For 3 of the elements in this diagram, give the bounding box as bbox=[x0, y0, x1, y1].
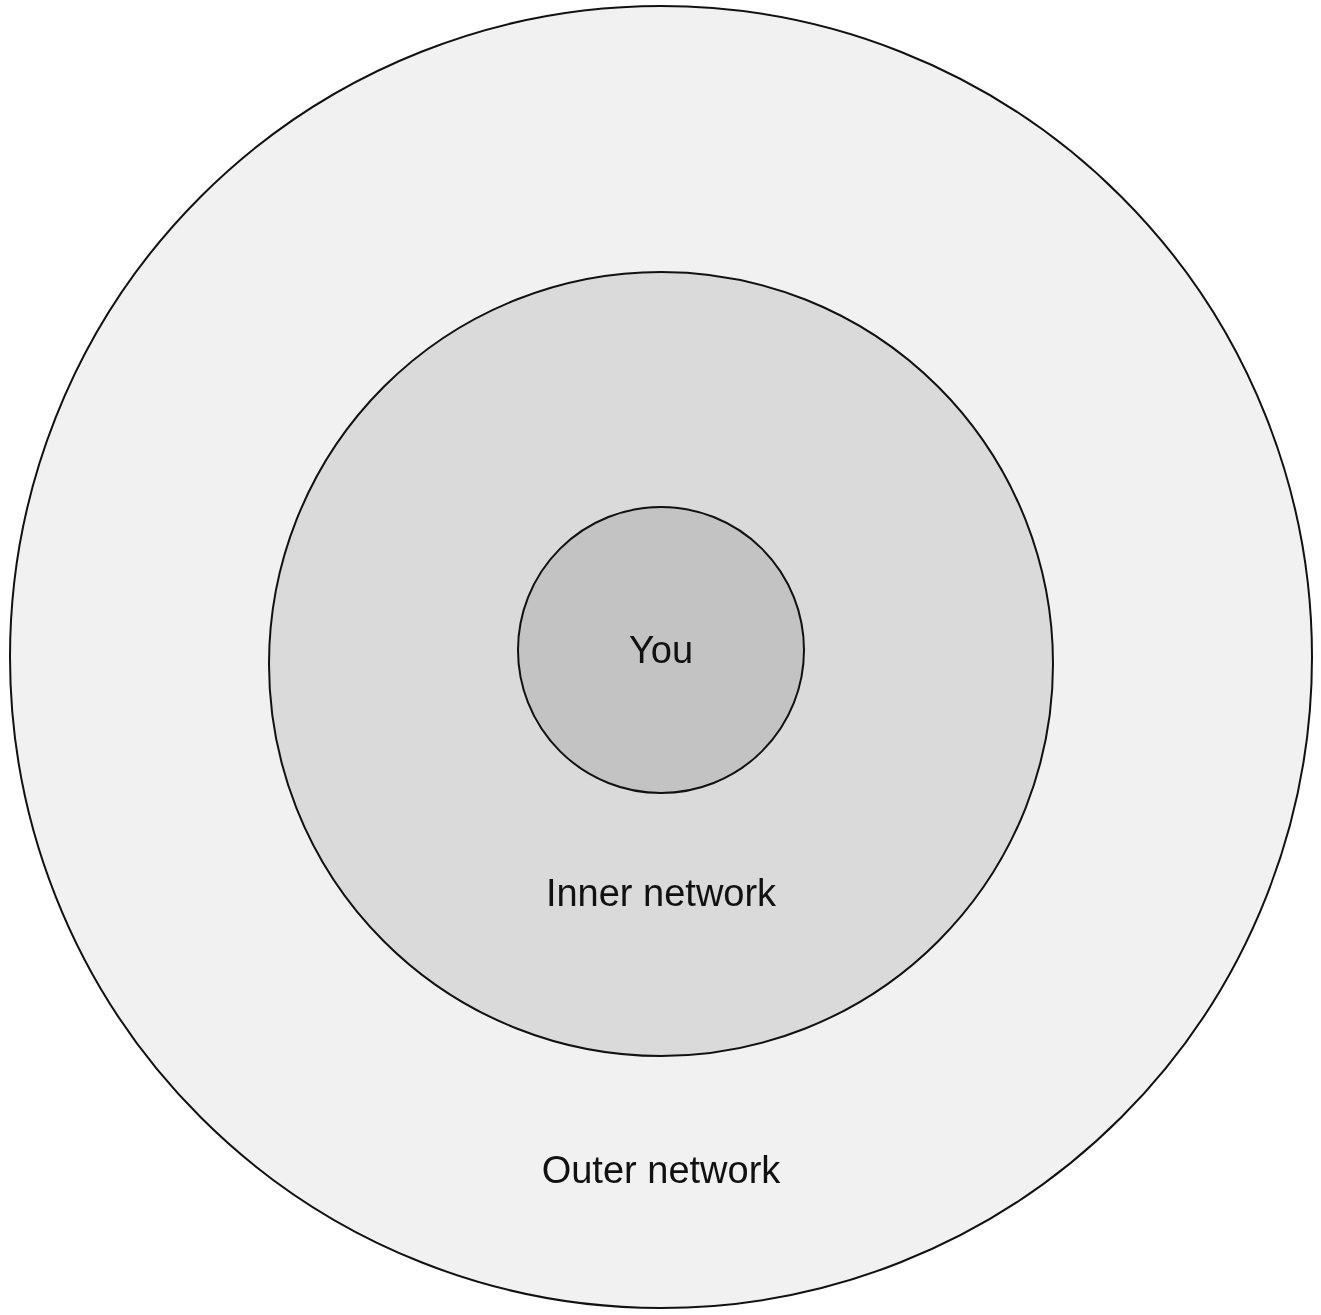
circle-label: Inner network bbox=[545, 871, 777, 915]
circle-label: Outer network bbox=[541, 1148, 781, 1192]
circle-label: You bbox=[628, 628, 694, 672]
